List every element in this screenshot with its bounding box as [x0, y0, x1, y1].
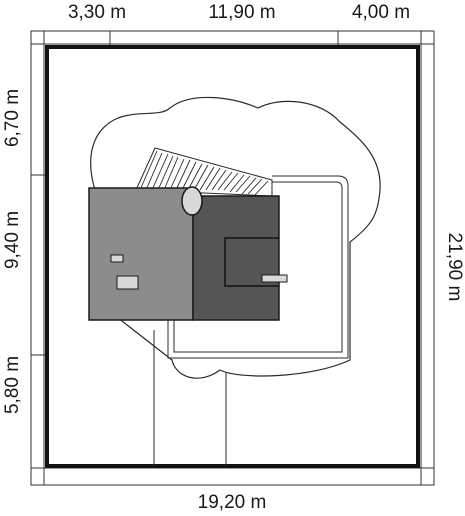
dormer-outline: [224, 237, 279, 287]
dimension-top-3: 4,00 m: [352, 2, 410, 23]
dimension-bottom: 19,20 m: [198, 492, 267, 513]
plot-boundary: [45, 45, 420, 468]
driveway: [153, 330, 227, 466]
dimension-top-1: 3,30 m: [68, 2, 126, 23]
skylight-small: [110, 254, 124, 263]
dimension-left-1: 6,70 m: [2, 89, 23, 147]
skylight-dark-roof: [261, 274, 288, 283]
roof-dark-section: [192, 195, 280, 321]
terrace-outline: [167, 175, 349, 359]
roof-light-section: [88, 187, 194, 321]
dimension-top-2: 11,90 m: [208, 2, 275, 23]
dimension-left-2: 9,40 m: [2, 211, 23, 269]
dimension-ticks: [31, 31, 339, 356]
dimension-left-3: 5,80 m: [2, 356, 23, 414]
chimney-oval: [181, 186, 203, 216]
hatched-roof-slope: [135, 147, 273, 197]
dimension-right: 21,90 m: [444, 233, 465, 302]
skylight-large: [116, 275, 139, 290]
outer-frame: [30, 30, 435, 486]
